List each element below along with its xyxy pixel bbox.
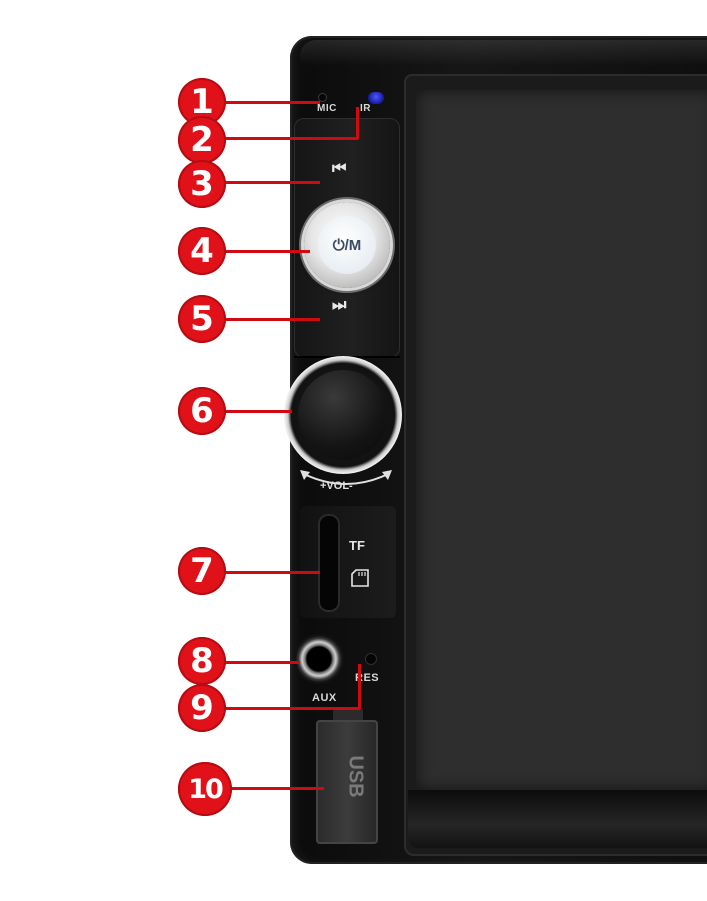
- sd-card-icon: [351, 569, 369, 587]
- callout-badge-6: 6: [178, 387, 226, 435]
- volume-knob-core: [298, 370, 388, 460]
- previous-track-icon[interactable]: ⏮: [332, 160, 347, 177]
- ir-label: IR: [360, 103, 371, 114]
- callout-line-3: [220, 181, 320, 184]
- callout-badge-10: 10: [178, 762, 232, 816]
- callout-badge-3: 3: [178, 160, 226, 208]
- callout-line-1: [220, 101, 320, 104]
- callout-line-8: [220, 661, 300, 664]
- usb-port-tab: [333, 708, 363, 722]
- ir-sensor: [368, 92, 384, 104]
- callout-line-9-vertical: [358, 664, 361, 709]
- callout-line-2: [220, 137, 358, 140]
- callout-badge-9: 9: [178, 684, 226, 732]
- mic-label: MIC: [317, 103, 337, 114]
- callout-line-10: [226, 787, 324, 790]
- mic-hole: [319, 94, 326, 101]
- tf-card-area: [300, 506, 396, 618]
- next-track-icon[interactable]: ⏭: [332, 297, 347, 314]
- power-mode-button[interactable]: ⏻/M: [304, 202, 390, 288]
- callout-line-9: [220, 707, 360, 710]
- callout-line-6: [220, 410, 292, 413]
- callout-badge-5: 5: [178, 295, 226, 343]
- screen-bottom-ledge: [408, 790, 707, 848]
- volume-label: +VOL-: [320, 480, 353, 492]
- callout-badge-8: 8: [178, 637, 226, 685]
- callout-badge-2: 2: [178, 116, 226, 164]
- power-mode-label: ⏻/M: [318, 216, 376, 274]
- callout-badge-4: 4: [178, 227, 226, 275]
- callout-badge-7: 7: [178, 547, 226, 595]
- tf-card-slot[interactable]: [318, 514, 340, 612]
- callout-line-7: [220, 571, 320, 574]
- callout-line-5: [220, 318, 320, 321]
- aux-jack[interactable]: [294, 634, 344, 684]
- volume-knob[interactable]: [284, 356, 402, 474]
- callout-line-4: [220, 250, 310, 253]
- callout-line-2-vertical: [356, 107, 359, 139]
- housing-sheen: [300, 40, 707, 66]
- volume-arrows-icon: [300, 470, 392, 485]
- usb-label: USB: [344, 755, 367, 798]
- display-screen: [416, 90, 707, 790]
- usb-port[interactable]: [316, 720, 378, 844]
- reset-hole[interactable]: [366, 654, 376, 664]
- aux-label: AUX: [312, 692, 337, 704]
- tf-label: TF: [349, 538, 365, 553]
